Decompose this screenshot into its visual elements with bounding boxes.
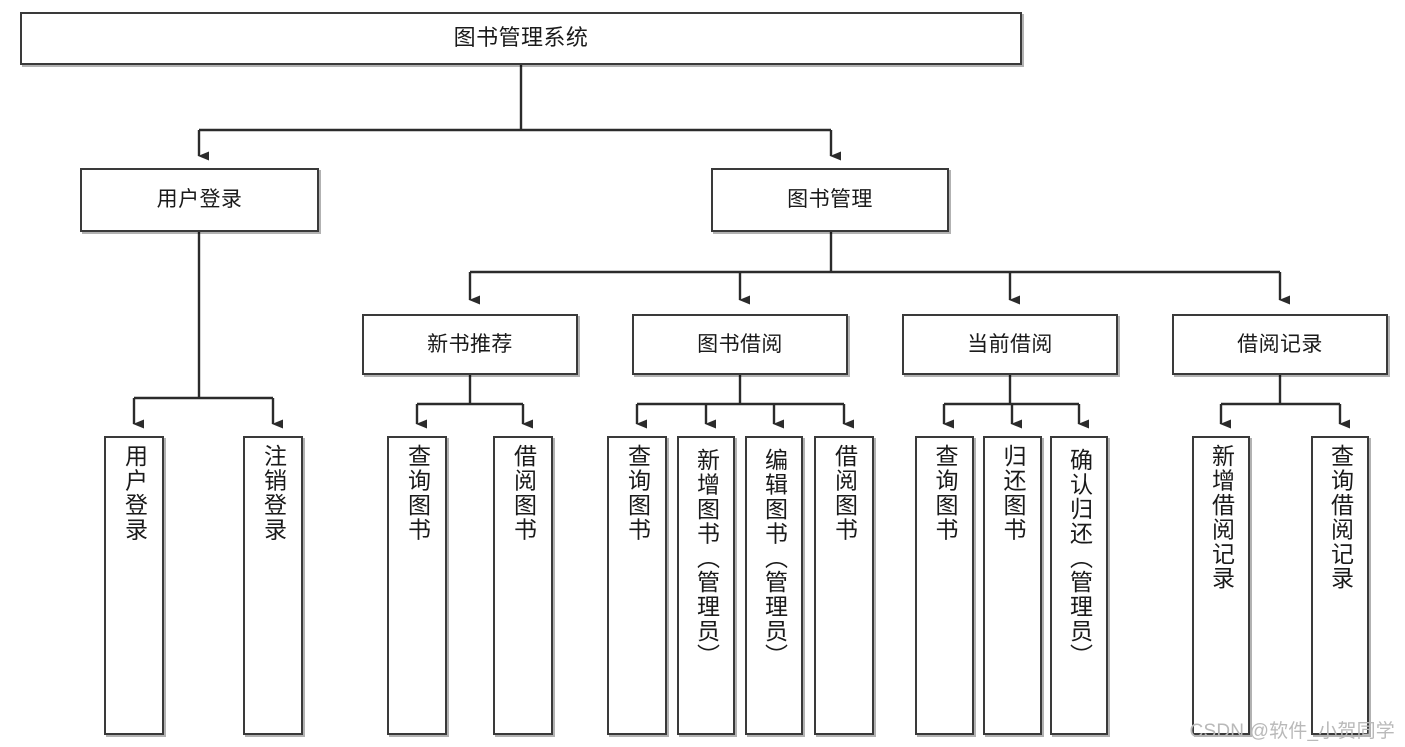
leaf-current-borrow-confirm-return-admin[interactable]: 确认归还（管理员） [1050, 436, 1108, 735]
leaf-borrow-record-query-record[interactable]: 查询借阅记录 [1311, 436, 1369, 735]
node-label: 查询借阅记录 [1327, 444, 1354, 591]
node-label: 归还图书 [1000, 444, 1026, 542]
node-label: 编辑图书（管理员） [761, 448, 788, 668]
node-root-book-management-system[interactable]: 图书管理系统 [20, 12, 1022, 65]
node-label: 图书借阅 [697, 332, 783, 356]
node-label: 确认归还（管理员） [1066, 448, 1093, 668]
node-label: 新增图书（管理员） [693, 448, 720, 668]
leaf-current-borrow-return-book[interactable]: 归还图书 [983, 436, 1042, 735]
leaf-borrow-record-add-record[interactable]: 新增借阅记录 [1192, 436, 1250, 735]
leaf-user-login-login[interactable]: 用户登录 [104, 436, 164, 735]
node-borrow-record[interactable]: 借阅记录 [1172, 314, 1388, 375]
node-label: 查询图书 [404, 444, 431, 542]
node-label: 借阅图书 [831, 444, 858, 542]
leaf-book-borrow-add-book-admin[interactable]: 新增图书（管理员） [677, 436, 735, 735]
node-label: 图书管理系统 [453, 25, 589, 51]
leaf-book-borrow-query-book[interactable]: 查询图书 [607, 436, 667, 735]
leaf-book-borrow-borrow-book[interactable]: 借阅图书 [814, 436, 874, 735]
leaf-user-login-logout[interactable]: 注销登录 [243, 436, 303, 735]
leaf-book-borrow-edit-book-admin[interactable]: 编辑图书（管理员） [745, 436, 803, 735]
node-label: 新增借阅记录 [1208, 444, 1235, 591]
node-label: 当前借阅 [967, 332, 1053, 356]
node-new-book-recommend[interactable]: 新书推荐 [362, 314, 578, 375]
node-label: 借阅记录 [1237, 332, 1323, 356]
node-label: 查询图书 [624, 444, 651, 542]
leaf-current-borrow-query-book[interactable]: 查询图书 [915, 436, 974, 735]
node-label: 新书推荐 [427, 332, 513, 356]
node-label: 用户登录 [156, 188, 243, 212]
node-user-login[interactable]: 用户登录 [80, 168, 319, 232]
node-label: 查询图书 [932, 444, 958, 542]
node-label: 注销登录 [260, 444, 287, 542]
node-current-borrow[interactable]: 当前借阅 [902, 314, 1118, 375]
node-label: 借阅图书 [510, 444, 537, 542]
watermark: CSDN @软件_小贺同学 [1189, 721, 1395, 742]
node-book-borrow[interactable]: 图书借阅 [632, 314, 848, 375]
leaf-new-book-query-book[interactable]: 查询图书 [387, 436, 447, 735]
node-label: 图书管理 [787, 188, 873, 212]
node-label: 用户登录 [121, 444, 148, 542]
node-book-management[interactable]: 图书管理 [711, 168, 949, 232]
leaf-new-book-borrow-book[interactable]: 借阅图书 [493, 436, 553, 735]
